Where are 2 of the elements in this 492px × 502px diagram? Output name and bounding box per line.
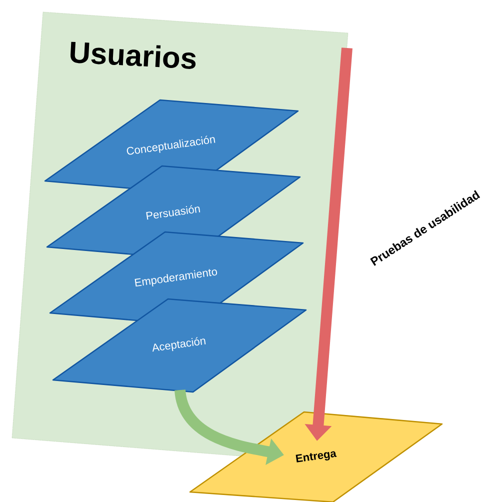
delivery-parallelogram: Entrega <box>189 411 443 502</box>
layer-parallelogram: Aceptación <box>52 298 307 393</box>
